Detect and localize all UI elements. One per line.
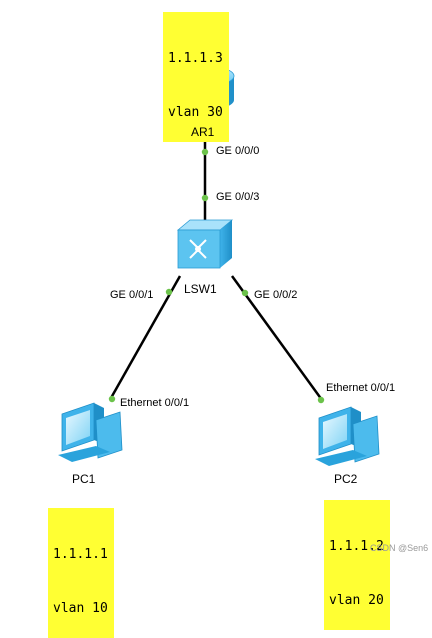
port-dot-lsw1-ge003 [201, 194, 209, 202]
link-lsw1-pc1 [109, 275, 182, 399]
switch-icon[interactable] [176, 219, 234, 269]
device-label-pc2: PC2 [334, 472, 358, 486]
link-lsw1-pc2 [230, 275, 324, 401]
device-label-lsw1: LSW1 [184, 282, 217, 296]
port-label-ar1-down: GE 0/0/0 [216, 145, 260, 157]
pc-icon[interactable] [58, 402, 123, 462]
note-pc2-vlan: vlan 20 [329, 593, 384, 608]
port-dot-lsw1-ge001 [165, 288, 173, 296]
pc-icon[interactable] [315, 406, 380, 466]
note-pc1[interactable]: 1.1.1.1 vlan 10 [48, 508, 114, 638]
port-label-pc1: Ethernet 0/0/1 [120, 397, 190, 409]
note-ar1-ip: 1.1.1.3 [168, 51, 223, 66]
port-label-lsw1-up: GE 0/0/3 [216, 191, 260, 203]
note-pc1-ip: 1.1.1.1 [53, 547, 108, 562]
note-ar1[interactable]: 1.1.1.3 vlan 30 [163, 12, 229, 142]
note-ar1-vlan: vlan 30 [168, 105, 223, 120]
device-label-pc1: PC1 [72, 472, 96, 486]
port-dot-lsw1-ge002 [241, 289, 249, 297]
note-pc1-vlan: vlan 10 [53, 601, 108, 616]
device-label-ar1: AR1 [191, 125, 215, 139]
port-dot-ar1-ge000 [201, 148, 209, 156]
note-pc2-ip: 1.1.1.2 [329, 539, 384, 554]
watermark: CSDN @Sen6 [370, 543, 429, 553]
note-pc2[interactable]: 1.1.1.2 vlan 20 [324, 500, 390, 630]
port-label-lsw1-right: GE 0/0/2 [254, 289, 298, 301]
port-dot-pc1-eth [108, 395, 116, 403]
port-label-lsw1-left: GE 0/0/1 [110, 289, 154, 301]
port-dot-pc2-eth [317, 396, 325, 404]
port-label-pc2: Ethernet 0/0/1 [326, 382, 396, 394]
